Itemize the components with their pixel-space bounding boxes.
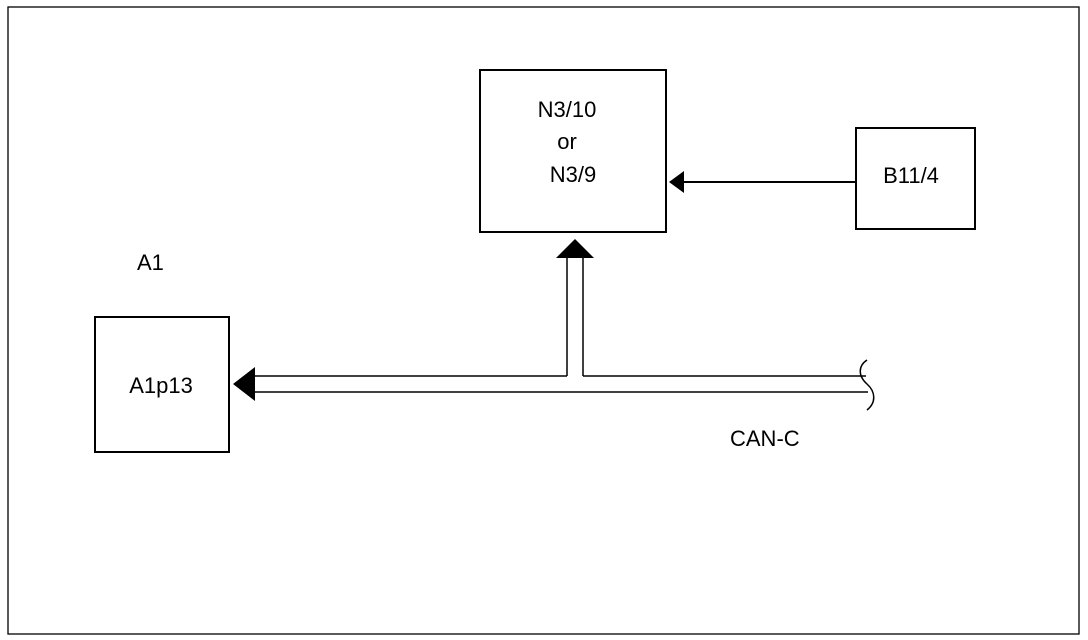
can-bus-branch xyxy=(556,239,594,376)
can-bus xyxy=(233,359,875,411)
sensor-label: B11/4 xyxy=(883,163,939,188)
controller-box-rect xyxy=(479,69,667,233)
cluster-box-a1p13: A1p13 xyxy=(94,316,230,453)
cluster-box-rect xyxy=(94,316,230,453)
cluster-label: A1p13 xyxy=(129,373,193,398)
sensor-signal-arrow xyxy=(669,171,856,193)
controller-label-line1: N3/10 xyxy=(538,97,597,122)
sensor-box-b11-4: B11/4 xyxy=(855,127,976,230)
controller-box-n3: N3/10 or N3/9 xyxy=(479,69,667,233)
sensor-box-rect xyxy=(855,127,976,230)
can-bus-break-symbol xyxy=(859,359,875,411)
bus-label-can-c: CAN-C xyxy=(730,426,800,451)
group-label-a1: A1 xyxy=(137,250,164,275)
controller-label-line3: N3/9 xyxy=(550,162,596,187)
can-bus-arrowhead-left xyxy=(233,367,255,401)
can-bus-arrowhead-up xyxy=(556,239,594,258)
controller-label-line2: or xyxy=(557,129,577,154)
sensor-signal-arrowhead xyxy=(669,171,684,193)
outer-frame xyxy=(7,6,1080,635)
